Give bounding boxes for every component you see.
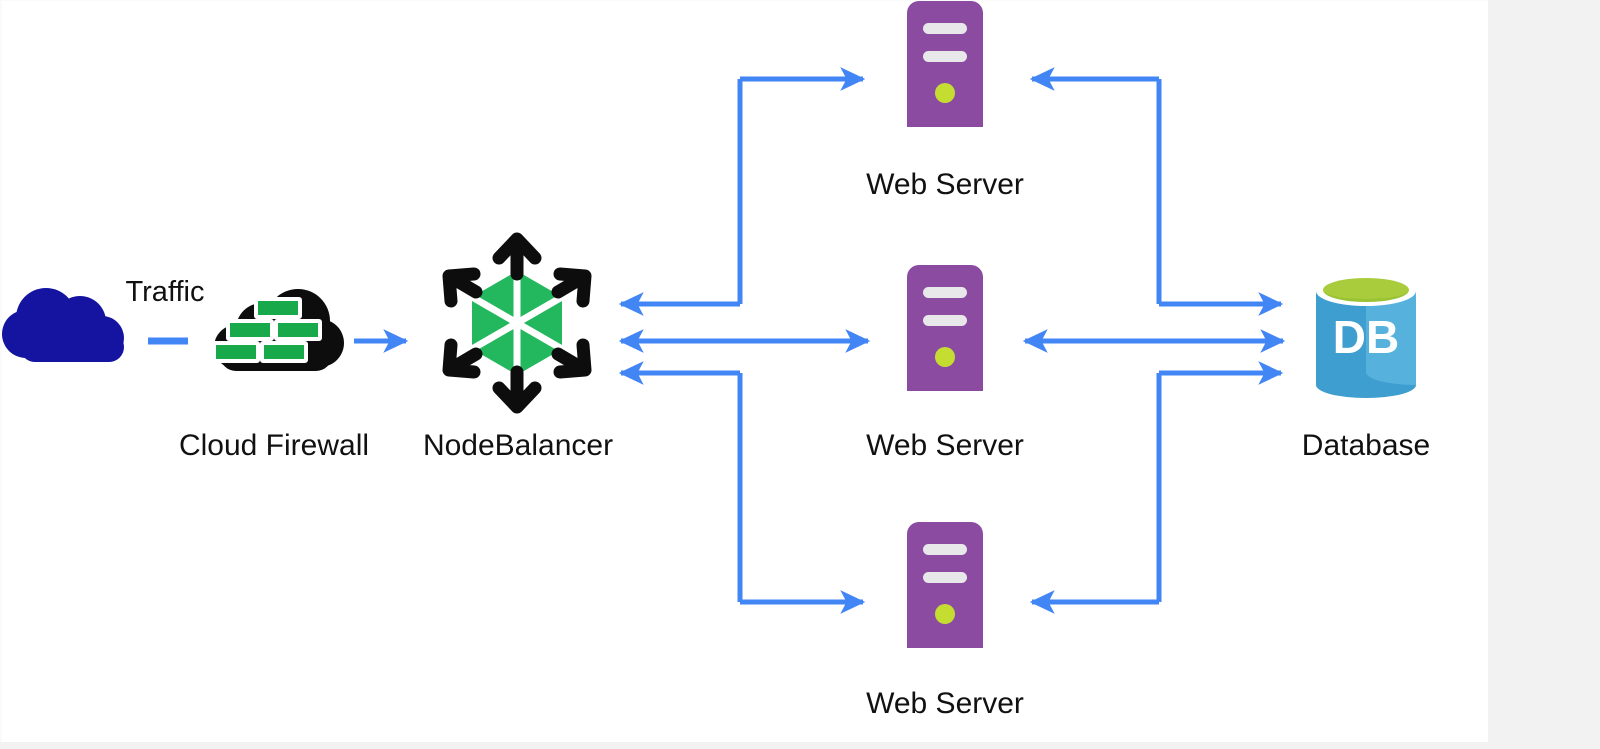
node-label-web-server-2: Web Server: [866, 429, 1024, 462]
database-label-text: DB: [1333, 311, 1399, 363]
edge-label-traffic: Traffic: [125, 276, 205, 308]
server-icon-2: [905, 263, 985, 393]
server-icon-1: [905, 1, 985, 129]
node-label-web-server-1: Web Server: [866, 168, 1024, 201]
node-label-database: Database: [1301, 429, 1431, 462]
node-label-web-server-3: Web Server: [866, 687, 1024, 720]
connector-group: [148, 67, 1286, 614]
diagram-graphics: [148, 67, 1286, 614]
node-label-nodebalancer: NodeBalancer: [422, 429, 614, 462]
firewall-icon: [190, 277, 350, 397]
node-label-cloud-firewall: Cloud Firewall: [178, 429, 370, 462]
cloud-icon: [2, 276, 142, 386]
server-icon-3: [905, 520, 985, 650]
nodebalancer-icon: [429, 230, 605, 416]
diagram-canvas: DB Traffic Cloud Firewall NodeBalancer W…: [0, 0, 1488, 742]
database-icon: DB: [1310, 273, 1422, 403]
